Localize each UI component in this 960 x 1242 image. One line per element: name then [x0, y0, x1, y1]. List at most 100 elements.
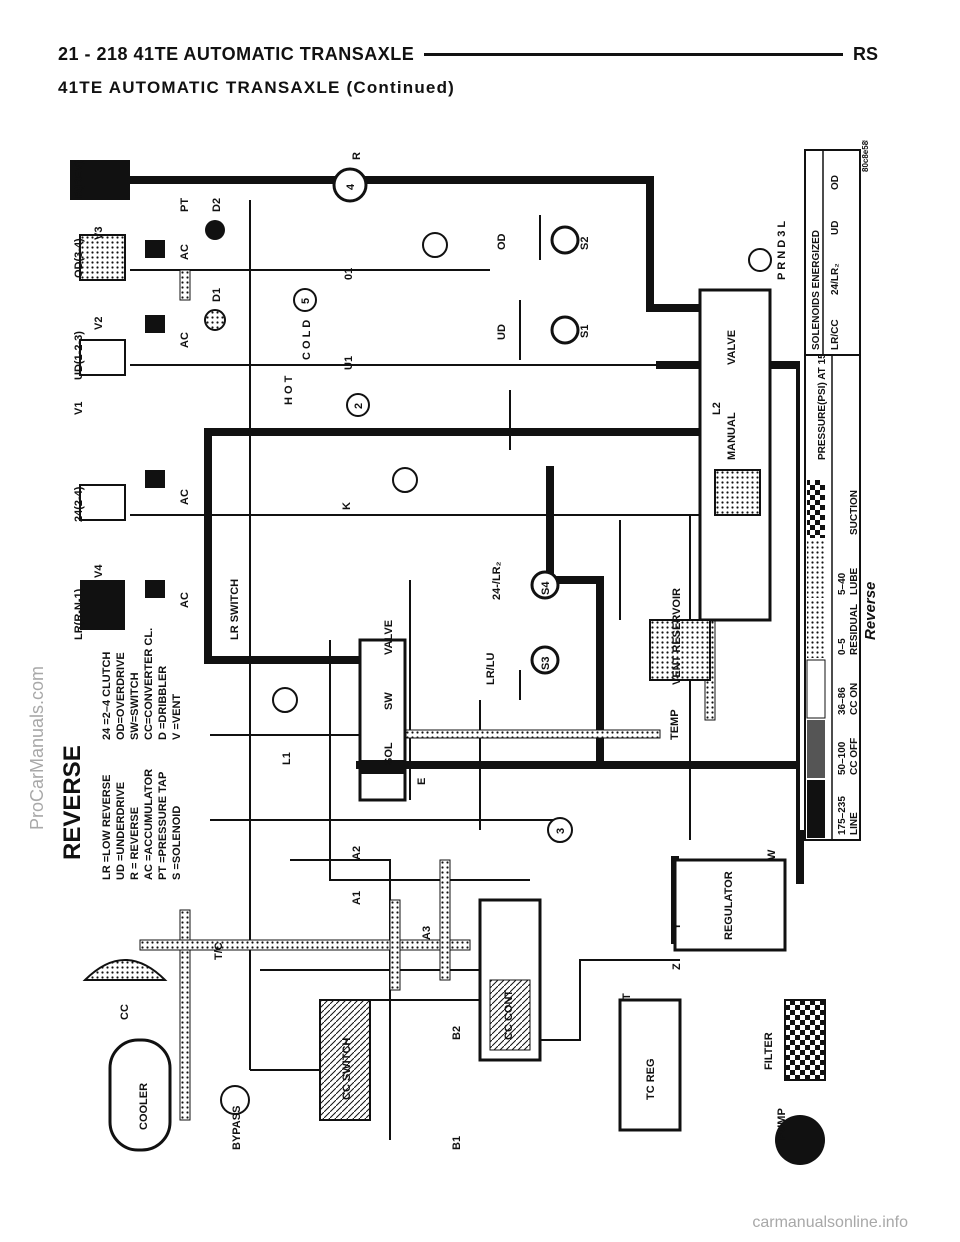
- legend-right-3: CC=CONVERTER CL.: [143, 628, 155, 740]
- diagram-title: REVERSE: [60, 745, 86, 860]
- hydraulic-diagram: REVERSE LR =LOW REVERSE UD =UNDERDRIVE R…: [59, 136, 880, 1190]
- pressure-row-residual-name: RESIDUAL: [849, 604, 860, 655]
- label-s4: S4: [540, 581, 552, 595]
- ac-ud: [145, 315, 165, 333]
- ud-clutch: [79, 339, 126, 376]
- label-lr24: 24-/LR₂: [491, 561, 503, 600]
- swatch-cc-off: [807, 720, 825, 778]
- label-cc: CC: [119, 1004, 131, 1020]
- solenoid-hdr-lrcc: LR/CC: [830, 319, 841, 350]
- legend-left-5: S =SOLENOID: [171, 806, 183, 880]
- pressure-table: 175–235 LINE 50–100 CC OFF 36–86 CC ON 0…: [804, 317, 861, 841]
- label-e: E: [416, 778, 428, 785]
- torque-converter: [82, 959, 168, 981]
- legend-left-group: LR =LOW REVERSE UD =UNDERDRIVE R = REVER…: [101, 769, 183, 880]
- swatch-line: [807, 780, 825, 838]
- label-b1: B1: [451, 1136, 463, 1150]
- label-cc-cont: CC CONT: [503, 990, 515, 1040]
- label-l2: L2: [711, 402, 723, 415]
- label-cold: C O L D: [301, 320, 313, 360]
- clutch-accumulators: [70, 160, 226, 630]
- label-ac-4: AC: [179, 592, 191, 608]
- od-pressure-switch: [422, 232, 448, 258]
- pressure-row-ccoff-value: 50–100: [837, 741, 848, 775]
- swatch-residual: [807, 600, 825, 658]
- manual-valve-land: [714, 469, 761, 516]
- diagram-caption: Reverse: [862, 582, 879, 640]
- label-cooler: COOLER: [138, 1083, 150, 1130]
- check-ball-4: [332, 167, 368, 203]
- legend-right-1: OD=OVERDRIVE: [115, 652, 127, 740]
- legend-left-2: R = REVERSE: [129, 807, 141, 880]
- pressure-row-ccon-name: CC ON: [849, 683, 860, 715]
- label-a1: A1: [351, 891, 363, 905]
- pressure-row-lube-value: 5–40: [837, 572, 848, 595]
- sol-sw-land: [360, 760, 405, 774]
- label-num4: 4: [345, 183, 357, 190]
- page-subtitle: 41TE AUTOMATIC TRANSAXLE (Continued): [58, 78, 456, 97]
- label-ac-2: AC: [179, 332, 191, 348]
- cc-control-spring: [489, 979, 531, 1051]
- cooler: [108, 1038, 172, 1152]
- 24-pressure-switch: [392, 467, 418, 493]
- label-b2: B2: [451, 1026, 463, 1040]
- solenoid-table-frame: [804, 149, 861, 356]
- solenoid-s1: [550, 315, 580, 345]
- page-header-code: RS: [852, 43, 878, 64]
- lr-pressure-switch: [272, 687, 298, 713]
- label-r: R: [351, 152, 363, 160]
- pressure-row-ccoff-name: CC OFF: [849, 738, 860, 775]
- label-a3: A3: [421, 926, 433, 940]
- legend-right-4: D =DRIBBLER: [157, 666, 169, 740]
- ac-24: [145, 470, 165, 488]
- label-temp: TEMP: [669, 709, 681, 740]
- clutch-labels: R(REV) OD(3-4) V3 UD(1-2-3) V2 V1 24(2-4…: [73, 160, 105, 640]
- manual-valve: [698, 288, 772, 622]
- label-24: 24(2-4): [73, 486, 85, 522]
- solenoid-hdr-ud: UD: [830, 221, 841, 235]
- label-pump: PUMP: [776, 1108, 788, 1140]
- d2-dribbler: [205, 220, 225, 240]
- legend-left-1: UD =UNDERDRIVE: [115, 782, 127, 880]
- swatch-lube: [807, 540, 825, 598]
- regulator-valve: [673, 858, 787, 952]
- valve-bodies: [82, 170, 870, 1165]
- label-tc: T/C: [213, 942, 225, 960]
- page-header-section: 21 - 218 41TE AUTOMATIC TRANSAXLE: [58, 43, 415, 64]
- watermark-procarmanuals: ProCarManuals.com: [27, 665, 47, 830]
- manual-valve-detent: [748, 248, 772, 272]
- label-d1: D1: [211, 288, 223, 302]
- reverse-clutch: [70, 160, 130, 200]
- solenoid-hdr-24lr2: 24/LR₂: [830, 263, 841, 295]
- dotted-passages: [139, 269, 716, 1121]
- label-vent-reservoir: VENT RESERVOIR: [671, 588, 683, 685]
- solenoid-s2: [550, 225, 580, 255]
- label-y: Y: [671, 922, 683, 930]
- label-ac-1: AC: [179, 244, 191, 260]
- cc-switch-valve: [319, 999, 371, 1121]
- label-ud: UD: [496, 324, 508, 340]
- legend-right-5: V =VENT: [171, 694, 183, 740]
- swatch-cc-on: [806, 659, 826, 719]
- label-o1: 01: [343, 268, 355, 280]
- pump: [775, 1115, 825, 1165]
- label-prnd: P R N D 3 L: [776, 221, 788, 280]
- figure-code: 80c8e585: [861, 140, 870, 172]
- solenoids-and-switches: [272, 167, 772, 843]
- pressure-row-lube-name: LUBE: [849, 567, 860, 595]
- legend-right-group: 24 =2–4 CLUTCH OD=OVERDRIVE SW=SWITCH CC…: [101, 628, 183, 740]
- label-rrev: R(REV): [73, 160, 85, 198]
- pressure-row-suction-name: SUCTION: [849, 490, 860, 535]
- label-s1: S1: [579, 325, 591, 338]
- vent-reservoir: [649, 619, 711, 681]
- legend-left-4: PT =PRESSURE TAP: [157, 772, 169, 880]
- header-rule: [424, 52, 843, 56]
- od-clutch: [79, 234, 126, 281]
- d1-dribbler: [204, 309, 226, 331]
- ac-od: [145, 240, 165, 258]
- component-labels: PT AC D2 D1 AC AC AC LR SWITCH 01 U1 S2 …: [119, 152, 788, 1150]
- tc-reg-valve: [618, 998, 682, 1132]
- label-od34: OD(3-4): [73, 238, 85, 278]
- check-ball-5: [293, 288, 317, 312]
- label-num2: 2: [353, 403, 365, 409]
